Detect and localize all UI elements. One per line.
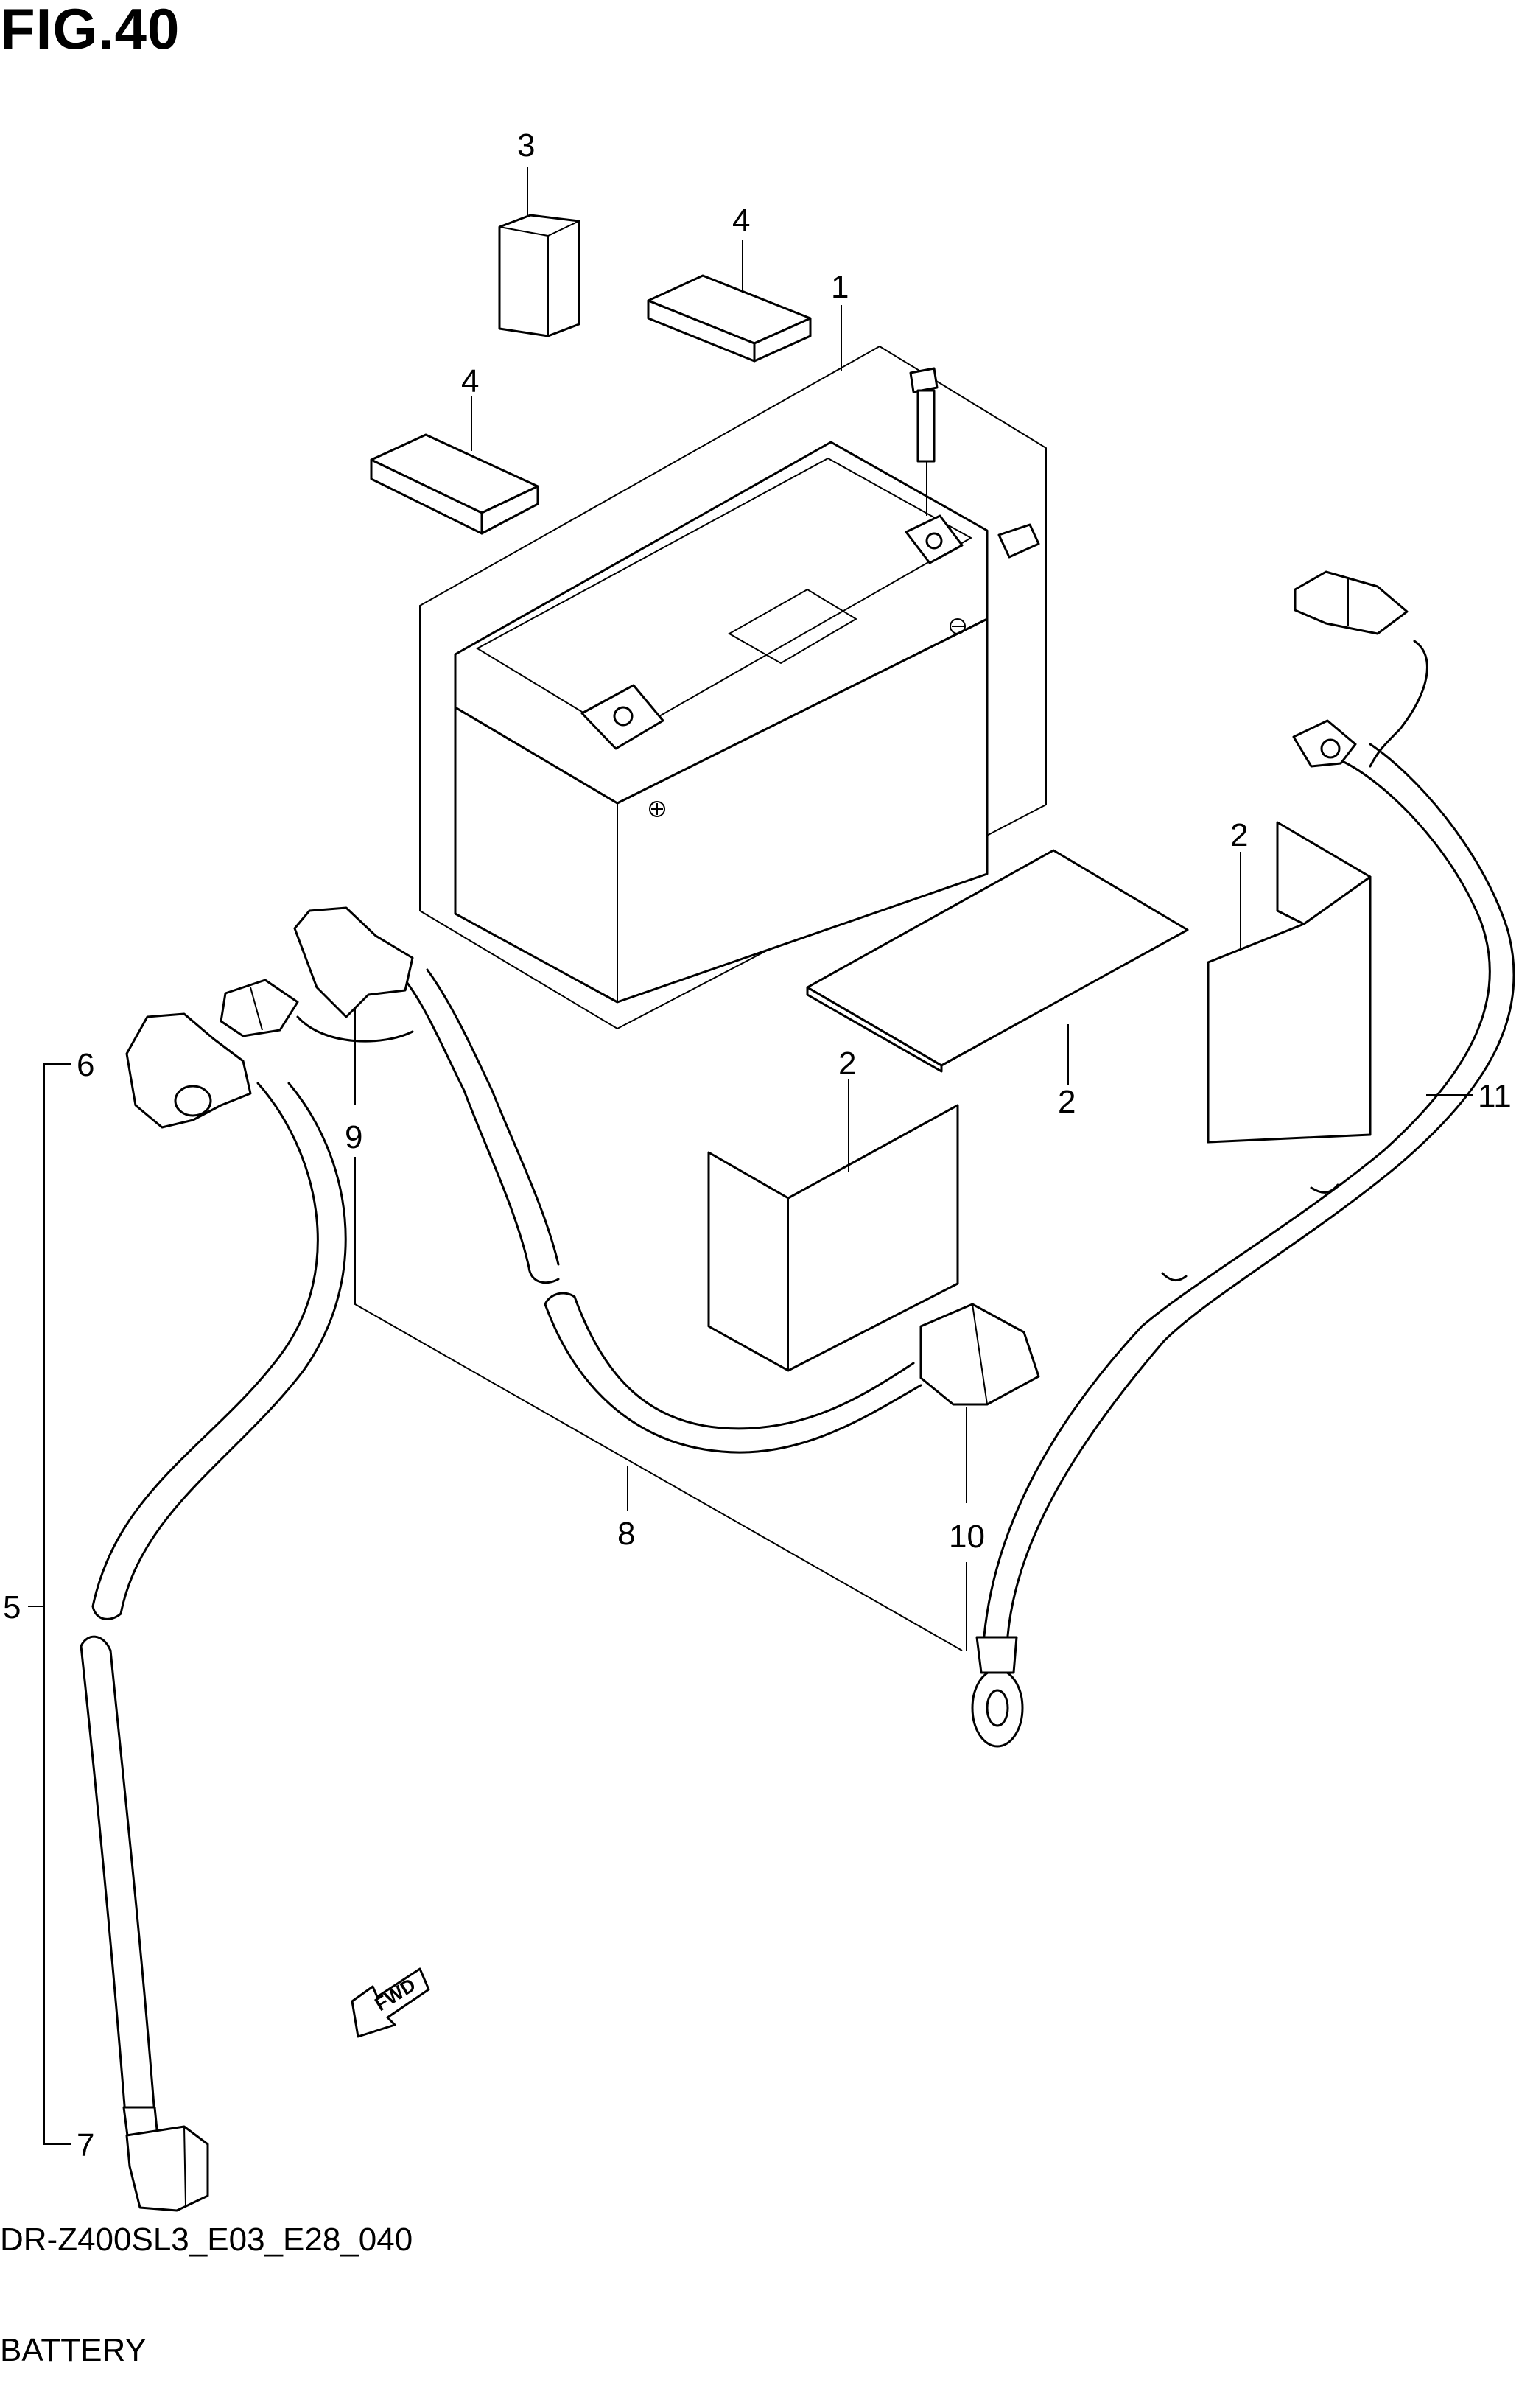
- battery-assembly: [419, 345, 1047, 1030]
- part-11-harness: [971, 570, 1515, 1748]
- callout-4-upper: 4: [732, 203, 750, 239]
- part-4-pad-upper: [647, 274, 812, 363]
- callout-2-lower: 2: [838, 1046, 856, 1082]
- callout-numbers: 3 4 1 4 2 2 2 6 9 11 8 10 5 7: [3, 127, 1512, 2163]
- callout-7: 7: [77, 2127, 94, 2163]
- part-2-bracket-right: [1207, 821, 1372, 1144]
- part-3-block: [498, 214, 580, 337]
- part-4-pad-lower: [370, 433, 539, 535]
- figure-title: FIG.40: [0, 0, 180, 61]
- callout-6: 6: [77, 1047, 94, 1083]
- terminal-bolt: [909, 367, 939, 516]
- part-2-sheet-flat: [806, 849, 1189, 1073]
- figure-code: DR-Z400SL3_E03_E28_040: [0, 2222, 413, 2258]
- callout-2-right: 2: [1230, 817, 1248, 853]
- part-6-boot: [125, 1012, 252, 1129]
- part-7-cap: [122, 2106, 209, 2212]
- callout-8: 8: [617, 1516, 635, 1552]
- part-8-cable: [220, 906, 1040, 1454]
- callout-9: 9: [345, 1119, 362, 1155]
- fwd-arrow: FWD: [351, 1967, 430, 2038]
- positive-terminal: [580, 684, 664, 750]
- negative-terminal: [905, 514, 964, 564]
- callout-5: 5: [3, 1589, 21, 1625]
- callout-10: 10: [949, 1519, 985, 1555]
- callout-leaders: [28, 167, 1473, 2145]
- callout-11: 11: [1478, 1078, 1512, 1114]
- callout-2-sheet: 2: [1058, 1084, 1076, 1120]
- terminal-nut: [997, 523, 1040, 559]
- part-2-bracket-lower: [707, 1104, 959, 1372]
- part-5-cable: [80, 1012, 347, 2212]
- part-11-connector: [1294, 570, 1409, 635]
- figure-name: BATTERY: [0, 2332, 147, 2368]
- callout-4-lower: 4: [461, 363, 479, 399]
- callout-1: 1: [831, 269, 849, 305]
- callout-3: 3: [517, 127, 535, 164]
